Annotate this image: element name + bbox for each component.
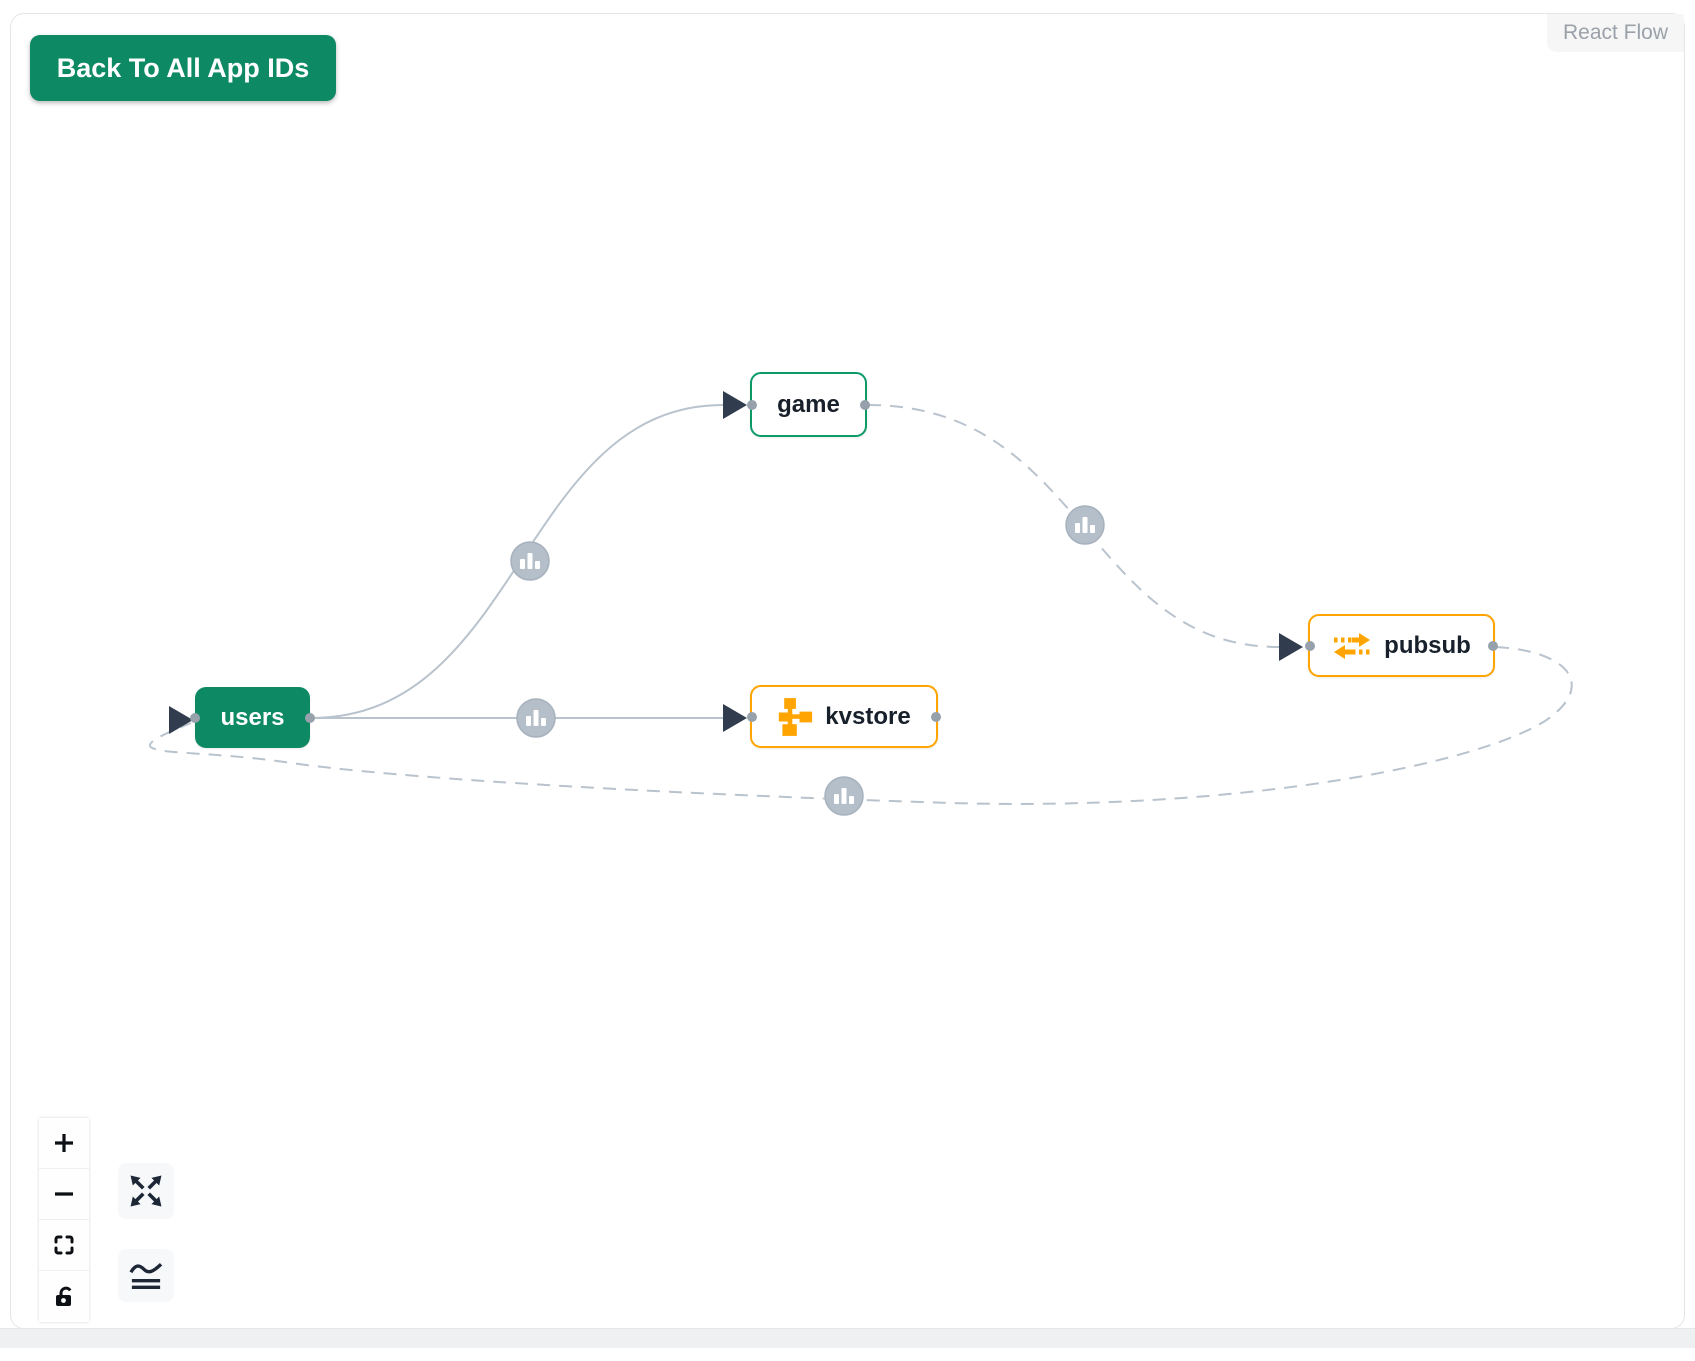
- minus-icon: [55, 1192, 73, 1196]
- bar-chart-icon: [1075, 517, 1095, 533]
- bar-chart-icon: [834, 788, 854, 804]
- page-footer-strip: [0, 1328, 1695, 1348]
- node-handle[interactable]: [747, 399, 757, 410]
- flow-node-users[interactable]: users: [190, 687, 315, 748]
- node-label: game: [777, 390, 840, 418]
- plus-icon: [55, 1134, 73, 1152]
- node-handle[interactable]: [1305, 640, 1315, 651]
- bar-chart-icon: [520, 553, 540, 569]
- expand-button[interactable]: [118, 1163, 174, 1219]
- unlock-icon: [56, 1286, 72, 1306]
- node-handle[interactable]: [931, 711, 941, 722]
- edge-metric-badge[interactable]: [516, 698, 556, 738]
- node-handle[interactable]: [1488, 640, 1498, 651]
- bidirectional-arrows-icon: [1334, 632, 1371, 659]
- node-handle[interactable]: [860, 399, 870, 410]
- flow-node-kvstore[interactable]: kvstore: [747, 685, 941, 748]
- edge-metric-badge[interactable]: [1065, 505, 1105, 545]
- node-label: users: [220, 703, 285, 731]
- levels-lines-icon: [129, 1262, 163, 1289]
- bar-chart-icon: [526, 710, 546, 726]
- frame-corners-icon: [54, 1235, 74, 1255]
- react-flow-attribution[interactable]: React Flow: [1546, 14, 1684, 52]
- attribution-label: React Flow: [1562, 21, 1668, 44]
- node-label: pubsub: [1384, 631, 1471, 659]
- arrowhead-icon: [169, 706, 193, 734]
- arrowhead-icon: [723, 704, 747, 732]
- fit-view-button[interactable]: [39, 1220, 89, 1271]
- expand-arrows-icon: [130, 1175, 162, 1207]
- node-handle[interactable]: [305, 712, 315, 723]
- node-handle[interactable]: [190, 712, 200, 723]
- back-button[interactable]: Back To All App IDs: [30, 35, 336, 101]
- node-handle[interactable]: [747, 711, 757, 722]
- lock-toggle-button[interactable]: [39, 1271, 89, 1322]
- arrowhead-icon: [723, 391, 747, 419]
- tree-hierarchy-icon: [779, 697, 813, 736]
- zoom-in-button[interactable]: [39, 1118, 89, 1169]
- edge-metric-badge[interactable]: [824, 776, 864, 816]
- flow-node-game[interactable]: game: [747, 372, 870, 437]
- flow-controls: [39, 1118, 89, 1322]
- levels-button[interactable]: [118, 1249, 174, 1302]
- edge-metric-badge[interactable]: [510, 541, 550, 581]
- node-label: kvstore: [825, 702, 911, 730]
- zoom-out-button[interactable]: [39, 1169, 89, 1220]
- flow-node-pubsub[interactable]: pubsub: [1305, 614, 1498, 677]
- arrowhead-icon: [1279, 633, 1303, 661]
